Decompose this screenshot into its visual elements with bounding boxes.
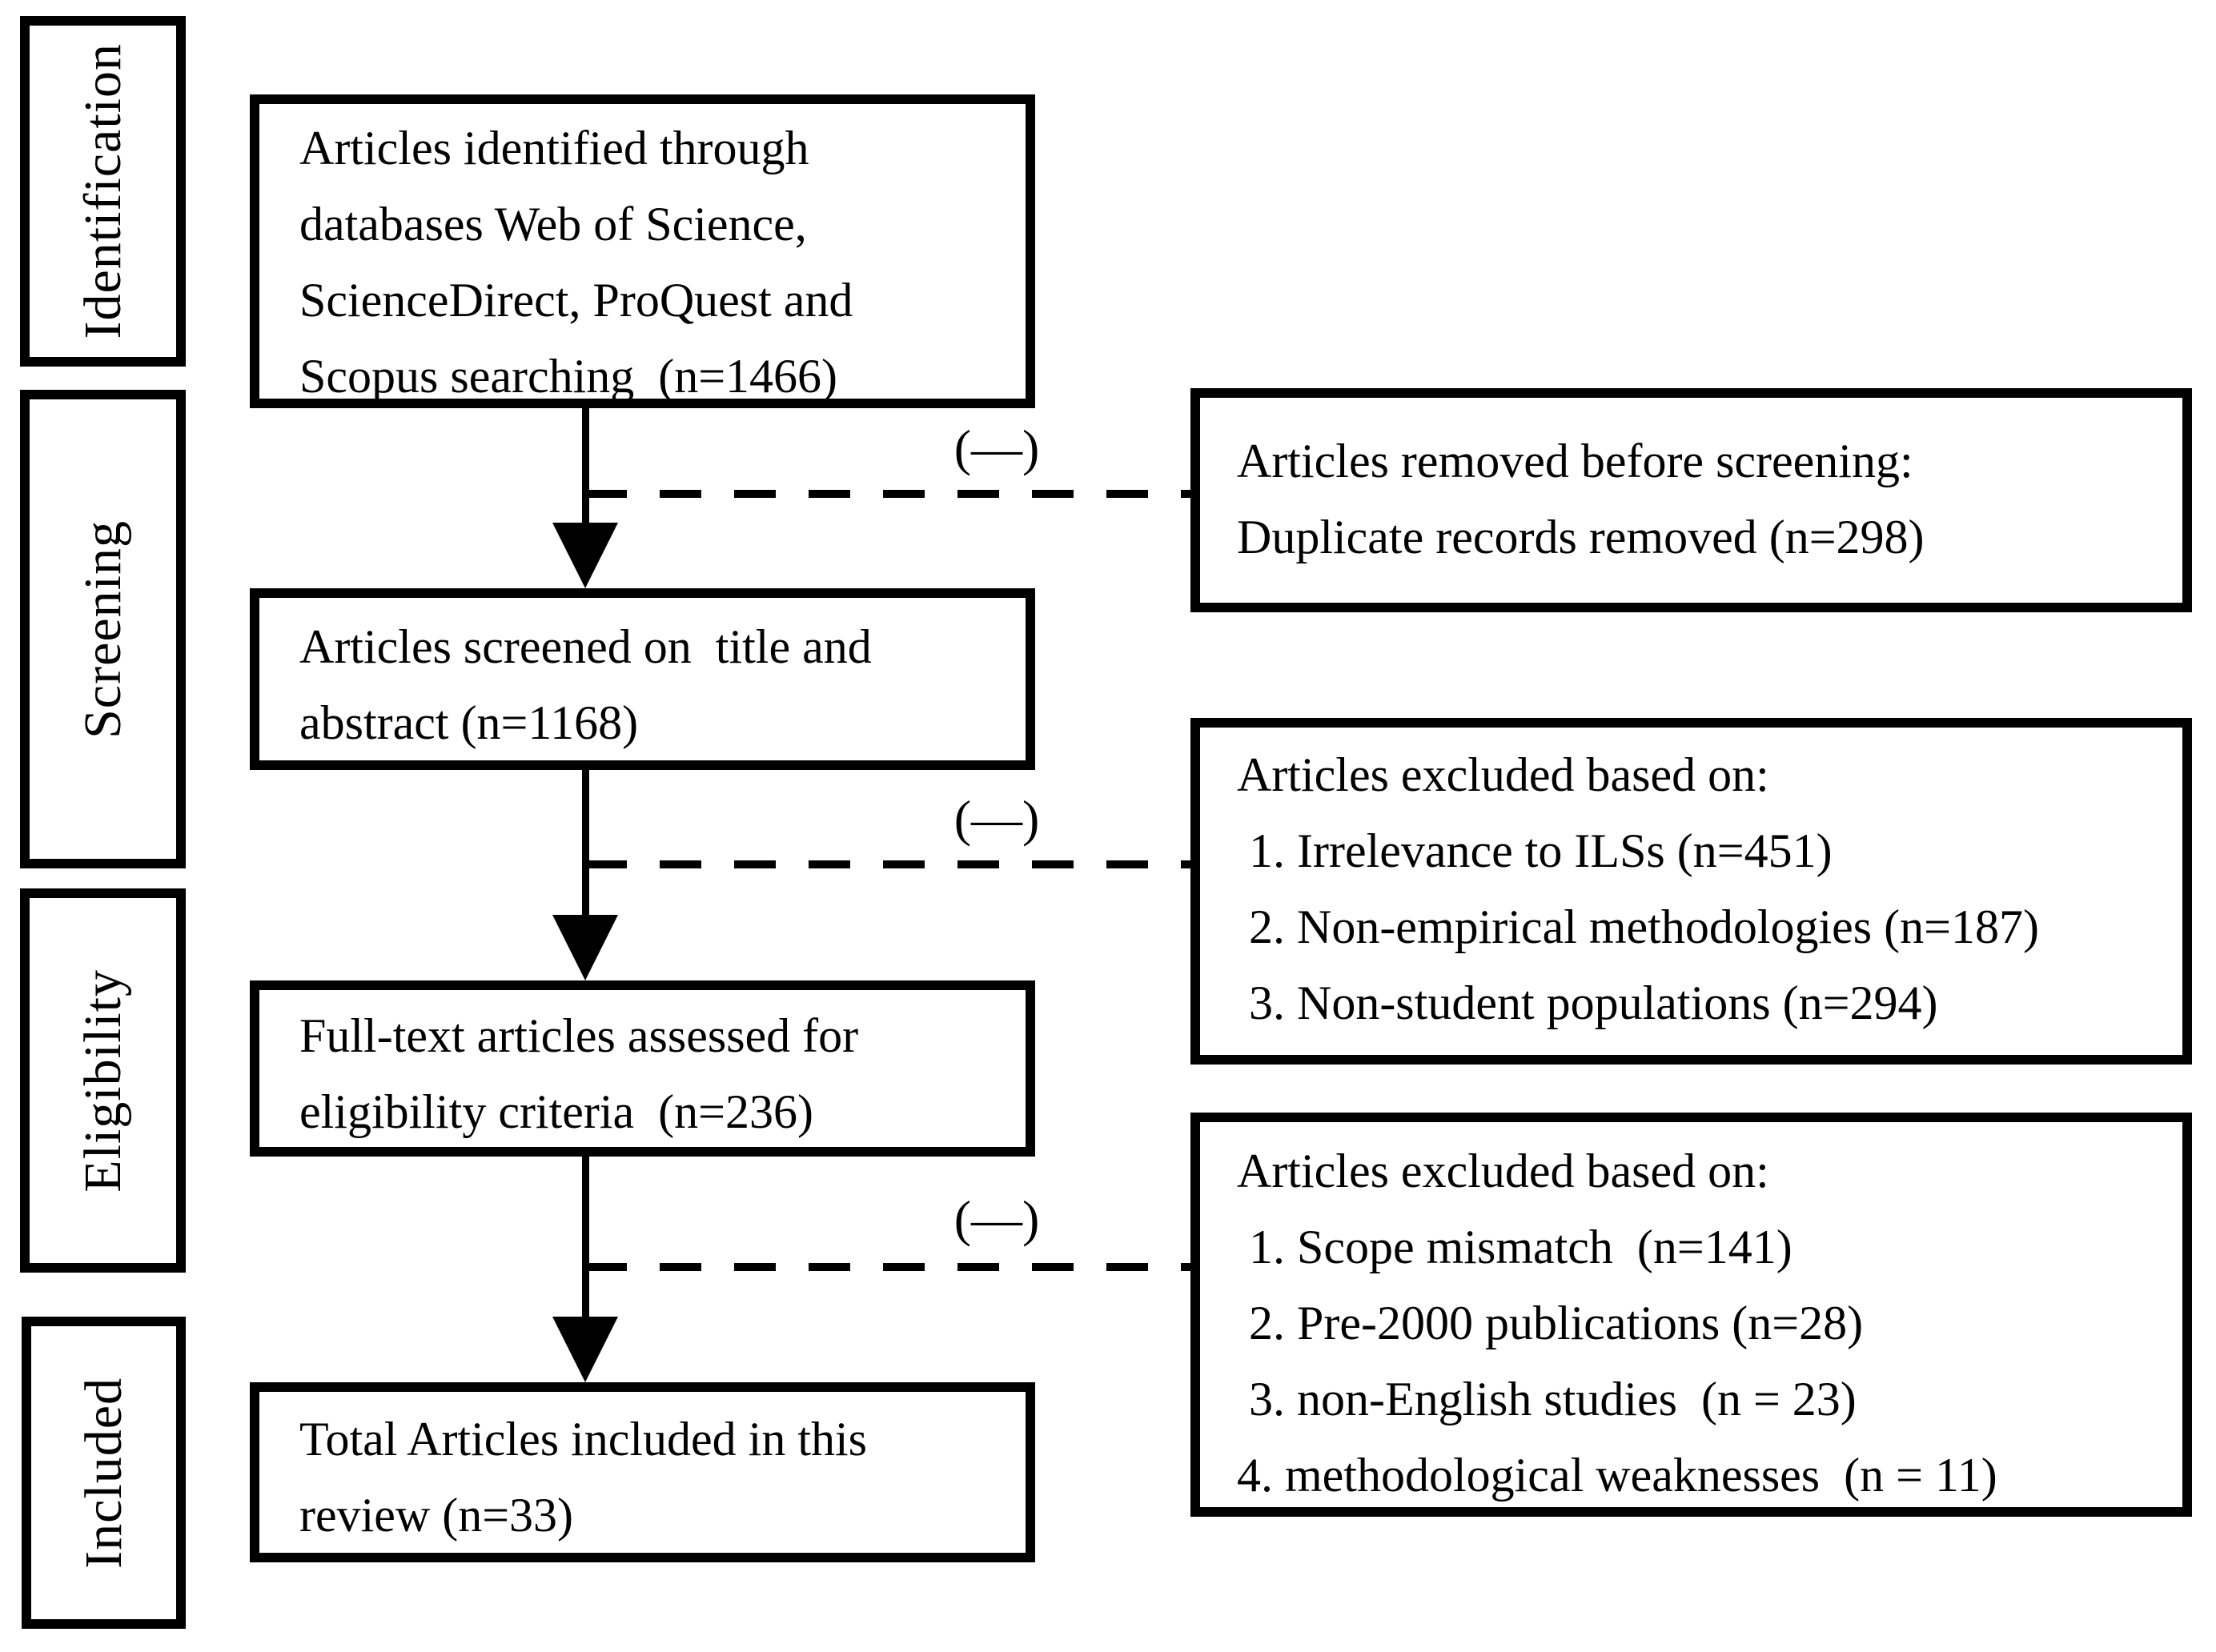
exclusion-box-eligibility-line: Articles excluded based on: <box>1237 1145 1769 1197</box>
arrowhead-down-icon <box>552 523 618 588</box>
minus-label-3: (—) <box>953 1190 1040 1247</box>
flow-box-identified-line: ScienceDirect, ProQuest and <box>299 274 853 327</box>
flow-box-included-total-line: review (n=33) <box>299 1489 574 1542</box>
exclusion-box-screening-line: Articles excluded based on: <box>1237 748 1769 801</box>
flow-box-identified-line: Articles identified through <box>299 122 809 174</box>
exclusion-box-eligibility-line: 4. methodological weaknesses (n = 11) <box>1237 1449 1997 1502</box>
flow-box-fulltext-line: eligibility criteria (n=236) <box>299 1085 813 1138</box>
exclusion-box-removed-line: Articles removed before screening: <box>1237 435 1913 487</box>
flow-box-identified-line: databases Web of Science, <box>299 198 807 251</box>
arrow-stem-2 <box>582 767 589 920</box>
exclusion-box-eligibility-line: 1. Scope mismatch (n=141) <box>1237 1221 1792 1273</box>
exclusion-box-removed-line: Duplicate records removed (n=298) <box>1237 511 1925 563</box>
minus-label-2: (—) <box>953 790 1040 847</box>
arrowhead-down-icon <box>552 1317 618 1382</box>
minus-label-1: (—) <box>953 419 1040 476</box>
exclusion-box-screening-line: 2. Non-empirical methodologies (n=187) <box>1237 900 2039 953</box>
exclusion-box-eligibility: Articles excluded based on: 1. Scope mis… <box>1190 1113 2192 1517</box>
stage-box-eligibility: Eligibility <box>20 888 186 1273</box>
stage-label-identification: Identification <box>73 43 132 339</box>
exclusion-box-screening: Articles excluded based on: 1. Irrelevan… <box>1190 718 2192 1065</box>
dashed-connector-3 <box>585 1263 1190 1271</box>
stage-label-included: Included <box>74 1377 133 1569</box>
stage-label-screening: Screening <box>73 519 132 739</box>
exclusion-box-eligibility-line: 2. Pre-2000 publications (n=28) <box>1237 1297 1864 1349</box>
arrow-stem-1 <box>582 404 589 527</box>
exclusion-box-screening-line: 1. Irrelevance to ILSs (n=451) <box>1237 824 1833 877</box>
arrow-stem-3 <box>582 1153 589 1321</box>
dashed-connector-2 <box>585 860 1190 868</box>
flow-box-identified: Articles identified through databases We… <box>250 94 1035 408</box>
arrowhead-down-icon <box>552 915 618 980</box>
flow-box-screened-line: abstract (n=1168) <box>299 696 639 749</box>
stage-box-screening: Screening <box>20 390 186 868</box>
flow-box-screened-line: Articles screened on title and <box>299 620 872 673</box>
exclusion-box-removed: Articles removed before screening: Dupli… <box>1190 388 2192 612</box>
flow-box-screened: Articles screened on title and abstract … <box>250 588 1035 770</box>
flow-box-fulltext: Full-text articles assessed for eligibil… <box>250 980 1035 1157</box>
flow-box-included-total: Total Articles included in this review (… <box>250 1382 1035 1562</box>
exclusion-box-eligibility-line: 3. non-English studies (n = 23) <box>1237 1373 1857 1425</box>
stage-label-eligibility: Eligibility <box>73 968 132 1193</box>
stage-box-included: Included <box>22 1317 186 1629</box>
exclusion-box-screening-line: 3. Non-student populations (n=294) <box>1237 976 1938 1029</box>
flow-box-fulltext-line: Full-text articles assessed for <box>299 1009 859 1062</box>
flow-box-identified-line: Scopus searching (n=1466) <box>299 350 838 403</box>
flow-box-included-total-line: Total Articles included in this <box>299 1413 868 1466</box>
dashed-connector-1 <box>585 490 1190 498</box>
stage-box-identification: Identification <box>20 16 186 367</box>
